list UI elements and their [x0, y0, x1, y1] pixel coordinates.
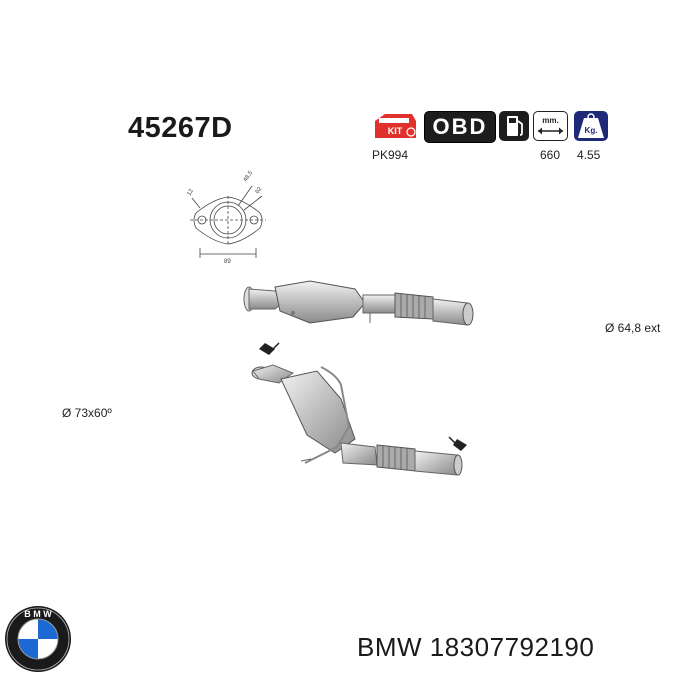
catalytic-converter-side-view [251, 342, 467, 476]
length-unit: mm. [542, 116, 558, 125]
part-number: 45267D [128, 112, 233, 144]
flange-dim-1: 48,5 [243, 170, 255, 184]
obd-badge: OBD [424, 111, 496, 143]
inlet-diameter-label: Ø 73x60º [62, 406, 112, 420]
flange-dim-2: 62 [255, 186, 264, 195]
fuel-pump-icon [499, 111, 529, 141]
svg-text:KIT: KIT [388, 126, 403, 136]
weight-unit: Kg. [585, 126, 598, 135]
length-mm-icon: mm. [533, 111, 568, 141]
weight-kg-icon: Kg. [574, 111, 608, 141]
pk-code-label: PK994 [372, 148, 409, 162]
svg-text:B M W: B M W [24, 609, 52, 619]
weight-value: 4.55 [577, 148, 601, 162]
bmw-logo: B M W [5, 606, 71, 672]
kit-catalyst-icon: KIT [372, 111, 419, 141]
length-value: 660 [540, 148, 561, 162]
flange-dim-3: 89 [224, 259, 231, 265]
brand-oem-code: BMW 18307792190 [357, 632, 595, 662]
outlet-diameter-label: Ø 64,8 ext [605, 321, 661, 335]
flange-dim-4: 12 [187, 188, 196, 197]
catalytic-converter-top-view [243, 280, 474, 326]
flange-drawing: 48,5 62 89 12 [187, 170, 266, 265]
